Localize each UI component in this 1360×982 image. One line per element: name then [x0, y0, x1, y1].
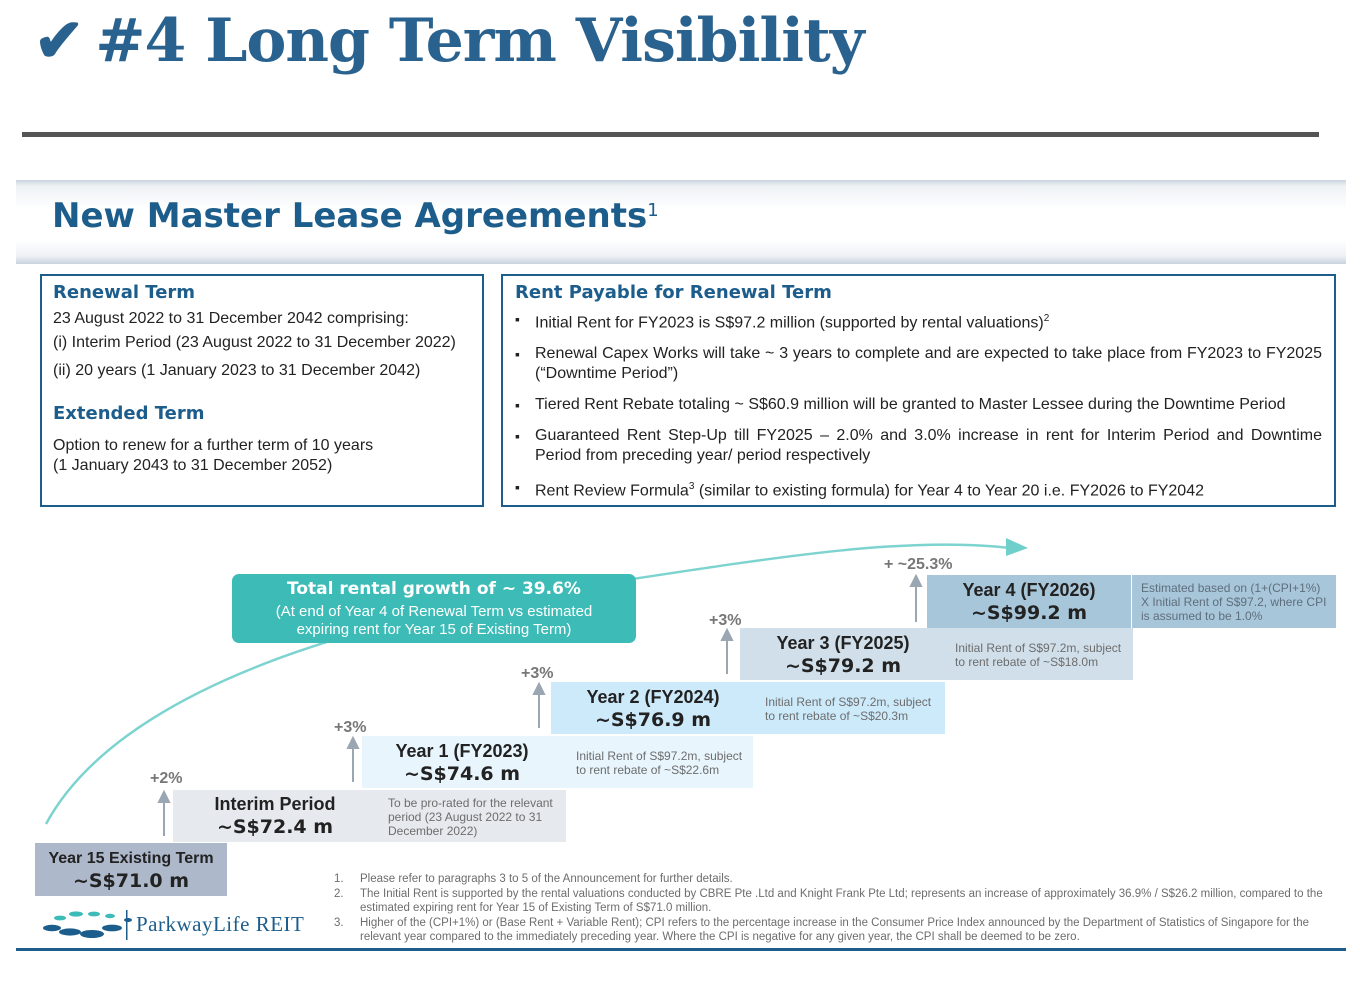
step-year-3-name: Year 3 (FY2025)	[776, 633, 910, 653]
extended-term-line-1: Option to renew for a further term of 10…	[53, 437, 374, 454]
rent-bullet-initial-rent: Initial Rent for FY2023 is S$97.2 millio…	[515, 309, 1322, 333]
section-title-footnote-ref: 1	[647, 200, 659, 221]
rent-payable-box: Rent Payable for Renewal Term Initial Re…	[501, 274, 1336, 507]
footnotes: 1.Please refer to paragraphs 3 to 5 of t…	[334, 872, 1324, 945]
step-year-2-note: Initial Rent of S$97.2m, subject to rent…	[765, 695, 932, 723]
step-year-2-value: ~S$76.9 m	[594, 709, 712, 731]
renewal-term-heading: Renewal Term	[53, 282, 196, 303]
step-year-15-existing: Year 15 Existing Term ~S$71.0 m	[35, 843, 227, 896]
step-year-2-pct: +3%	[521, 665, 554, 682]
logo-text: ParkwayLife REIT	[136, 912, 305, 936]
step-year-4-value: ~S$99.2 m	[970, 602, 1088, 624]
rent-bullet-rebate: Tiered Rent Rebate totaling ~ S$60.9 mil…	[515, 395, 1322, 415]
rent-payable-heading: Rent Payable for Renewal Term	[515, 282, 832, 303]
step-year-3-note: Initial Rent of S$97.2m, subject to rent…	[955, 641, 1122, 669]
step-year-1-value: ~S$74.6 m	[403, 763, 521, 785]
step-year-4-name: Year 4 (FY2026)	[962, 580, 1096, 600]
extended-term-heading: Extended Term	[53, 403, 205, 424]
renewal-term-box: Renewal Term 23 August 2022 to 31 Decemb…	[40, 274, 484, 507]
total-growth-sub-2: expiring rent for Year 15 of Existing Te…	[296, 621, 572, 638]
parkwaylife-logo-icon	[43, 910, 132, 940]
step-interim-period	[173, 790, 566, 842]
step-year-3-pct: +3%	[709, 612, 742, 629]
page-title: ✔#4 Long Term Visibility	[34, 6, 865, 76]
footnote-1: 1.Please refer to paragraphs 3 to 5 of t…	[334, 873, 733, 885]
step-year-3-value: ~S$79.2 m	[784, 655, 902, 677]
step-interim-note: To be pro-rated for the relevant period …	[388, 796, 553, 838]
total-growth-callout: Total rental growth of ~ 39.6% (At end o…	[232, 574, 636, 643]
step-year-2-label: Year 2 (FY2024) ~S$76.9 m	[560, 686, 746, 732]
section-band	[16, 180, 1346, 264]
renewal-term-item-20-years: (ii) 20 years (1 January 2023 to 31 Dece…	[53, 362, 421, 379]
step-year-15-value: ~S$71.0 m	[72, 870, 190, 892]
extended-term-line-2: (1 January 2043 to 31 December 2052)	[53, 457, 333, 474]
step-year-1	[362, 736, 753, 788]
section-title-text: New Master Lease Agreements	[52, 196, 648, 236]
total-growth-sub-1: (At end of Year 4 of Renewal Term vs est…	[275, 603, 593, 620]
step-year-4-label: Year 4 (FY2026) ~S$99.2 m	[934, 579, 1124, 625]
rent-bullet-review-formula: Rent Review Formula3 (similar to existin…	[515, 477, 1322, 501]
footnote-2: 2.The Initial Rent is supported by the r…	[334, 887, 1323, 915]
step-year-4-note: Estimated based on (1+(CPI+1%) X Initial…	[1141, 581, 1327, 623]
step-interim-value: ~S$72.4 m	[216, 816, 334, 838]
step-year-1-note: Initial Rent of S$97.2m, subject to rent…	[576, 749, 743, 777]
page-title-text: #4 Long Term Visibility	[95, 6, 864, 76]
step-year-4-pct: + ~25.3%	[884, 556, 953, 573]
step-year-3-label: Year 3 (FY2025) ~S$79.2 m	[748, 632, 938, 678]
step-interim-label: Interim Period ~S$72.4 m	[190, 793, 360, 839]
rent-payable-list: Initial Rent for FY2023 is S$97.2 millio…	[515, 309, 1322, 502]
step-year-1-pct: +3%	[334, 719, 367, 736]
renewal-term-item-interim: (i) Interim Period (23 August 2022 to 31…	[53, 334, 456, 351]
step-year-2-name: Year 2 (FY2024)	[586, 687, 720, 707]
footnote-3: 3.Higher of the (CPI+1%) or (Base Rent +…	[334, 916, 1310, 944]
step-year-2	[551, 682, 945, 734]
rent-bullet-step-up: Guaranteed Rent Step-Up till FY2025 – 2.…	[515, 426, 1322, 466]
title-divider	[22, 132, 1319, 137]
growth-curve-arrowhead-icon	[1006, 538, 1028, 556]
section-title: New Master Lease Agreements1	[52, 196, 659, 236]
bottom-divider	[16, 948, 1346, 951]
step-year-3	[740, 628, 1133, 680]
step-year-4-divider	[1131, 575, 1132, 628]
step-year-1-label: Year 1 (FY2023) ~S$74.6 m	[372, 740, 552, 786]
renewal-term-range: 23 August 2022 to 31 December 2042 compr…	[53, 310, 409, 327]
check-icon: ✔	[34, 6, 84, 76]
rent-bullet-capex: Renewal Capex Works will take ~ 3 years …	[515, 344, 1322, 384]
step-year-1-name: Year 1 (FY2023)	[395, 741, 529, 761]
total-growth-title: Total rental growth of ~ 39.6%	[287, 579, 581, 599]
step-interim-name: Interim Period	[214, 794, 336, 814]
step-year-15-name: Year 15 Existing Term	[48, 850, 214, 867]
step-interim-pct: +2%	[150, 770, 183, 787]
